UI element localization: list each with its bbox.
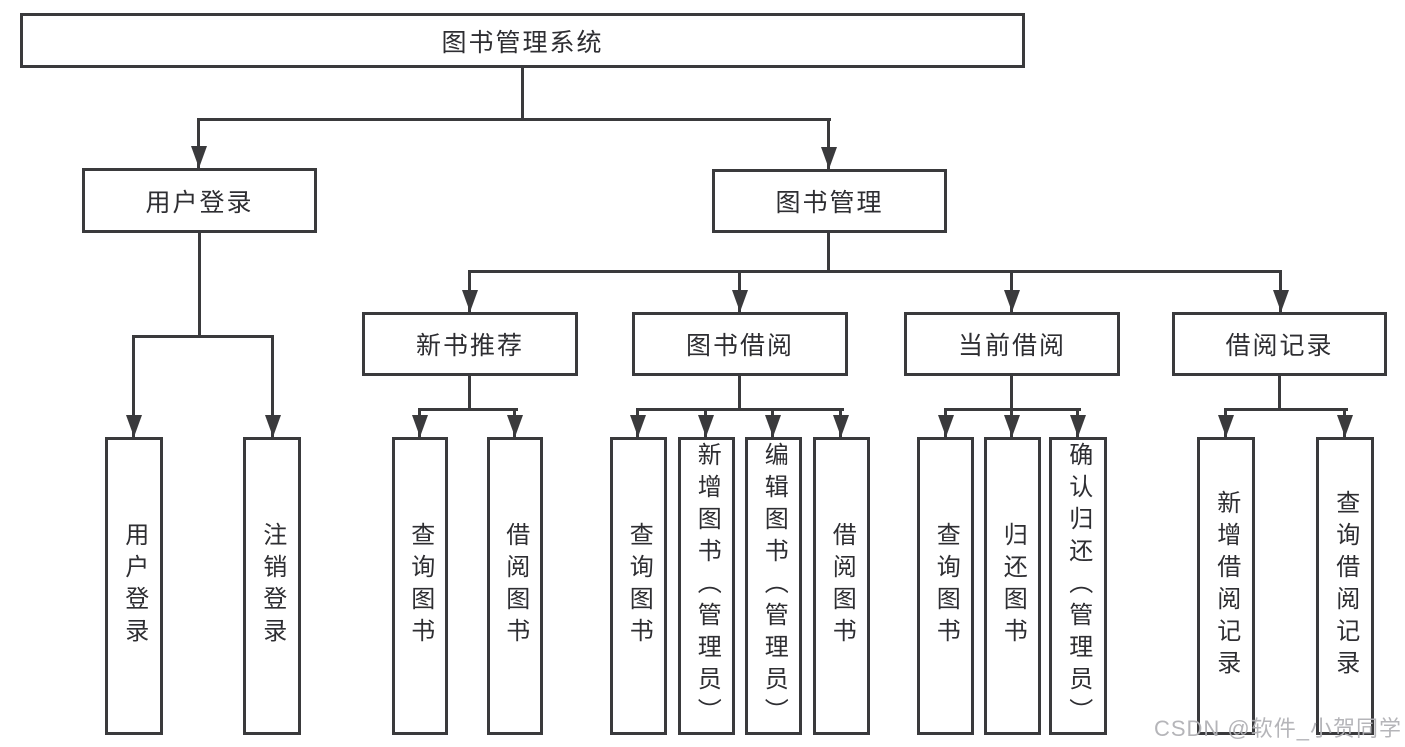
leaf-label: 注销登录	[258, 522, 286, 650]
arrow-down-icon	[636, 408, 639, 437]
csdn-watermark: CSDN @软件_小贺同学	[1153, 716, 1402, 741]
connector-borrowing-rail	[636, 408, 844, 411]
arrow-down-icon	[271, 335, 274, 437]
connector-records-stem	[1278, 376, 1281, 411]
leaf-recommend-borrow-books: 借阅图书	[487, 437, 543, 735]
node-library-management-system: 图书管理系统	[20, 13, 1025, 68]
leaf-records-query-borrow-record: 查询借阅记录	[1316, 437, 1374, 735]
arrow-down-icon	[738, 270, 741, 312]
leaf-current-return-books: 归还图书	[984, 437, 1041, 735]
node-label: 图书借阅	[685, 332, 794, 360]
node-label: 当前借阅	[957, 332, 1066, 360]
node-label: 图书管理系统	[441, 28, 604, 57]
leaf-label: 新增借阅记录	[1212, 490, 1240, 682]
arrow-down-icon	[1224, 408, 1227, 437]
leaf-label: 借阅图书	[828, 522, 856, 650]
connector-user-login-rail	[132, 335, 274, 338]
arrow-down-icon	[1076, 408, 1079, 437]
arrow-down-icon	[1343, 408, 1346, 437]
leaf-label: 新增图书（管理员）	[693, 442, 721, 730]
arrow-down-icon	[418, 408, 421, 437]
leaf-label: 查询借阅记录	[1331, 490, 1359, 682]
arrow-down-icon	[513, 408, 516, 437]
node-book-management: 图书管理	[712, 169, 947, 233]
connector-records-rail	[1224, 408, 1348, 411]
leaf-borrowing-add-books-admin: 新增图书（管理员）	[678, 437, 735, 735]
node-current-borrowing: 当前借阅	[904, 312, 1120, 376]
leaf-label: 查询图书	[932, 522, 960, 650]
leaf-borrowing-query-books: 查询图书	[610, 437, 667, 735]
leaf-current-confirm-return-admin: 确认归还（管理员）	[1049, 437, 1107, 735]
arrow-down-icon	[132, 335, 135, 437]
leaf-current-query-books: 查询图书	[917, 437, 974, 735]
connector-level3-rail	[468, 270, 1282, 273]
node-borrowing-records: 借阅记录	[1172, 312, 1387, 376]
arrow-down-icon	[1010, 408, 1013, 437]
arrow-down-icon	[468, 270, 471, 312]
leaf-label: 确认归还（管理员）	[1064, 442, 1092, 730]
arrow-down-icon	[944, 408, 947, 437]
arrow-down-icon	[704, 408, 707, 437]
arrow-down-icon	[1010, 270, 1013, 312]
connector-recommend-rail	[418, 408, 518, 411]
leaf-logout: 注销登录	[243, 437, 301, 735]
leaf-recommend-query-books: 查询图书	[392, 437, 448, 735]
node-label: 用户登录	[145, 188, 254, 217]
node-new-book-recommendation: 新书推荐	[362, 312, 578, 376]
leaf-borrowing-edit-books-admin: 编辑图书（管理员）	[745, 437, 802, 735]
connector-current-stem	[1010, 376, 1013, 411]
leaf-label: 借阅图书	[501, 522, 529, 650]
connector-user-login-stem	[198, 233, 201, 338]
node-user-login: 用户登录	[82, 168, 317, 233]
leaf-label: 归还图书	[999, 522, 1027, 650]
leaf-label: 查询图书	[625, 522, 653, 650]
leaf-user-login: 用户登录	[105, 437, 163, 735]
arrow-down-icon	[771, 408, 774, 437]
connector-book-management-stem	[827, 233, 830, 273]
arrow-down-icon	[839, 408, 842, 437]
connector-recommend-stem	[468, 376, 471, 411]
arrow-down-icon	[197, 118, 200, 168]
connector-borrowing-stem	[738, 376, 741, 411]
connector-level2-rail	[197, 118, 831, 121]
node-book-borrowing: 图书借阅	[632, 312, 848, 376]
arrow-down-icon	[827, 118, 830, 169]
leaf-borrowing-borrow-books: 借阅图书	[813, 437, 870, 735]
leaf-label: 编辑图书（管理员）	[760, 442, 788, 730]
arrow-down-icon	[1279, 270, 1282, 312]
connector-root-stem	[521, 68, 524, 121]
node-label: 新书推荐	[415, 332, 524, 360]
node-label: 图书管理	[775, 189, 884, 217]
leaf-label: 查询图书	[406, 522, 434, 650]
leaf-label: 用户登录	[120, 522, 148, 650]
leaf-records-add-borrow-record: 新增借阅记录	[1197, 437, 1255, 735]
node-label: 借阅记录	[1225, 332, 1334, 360]
